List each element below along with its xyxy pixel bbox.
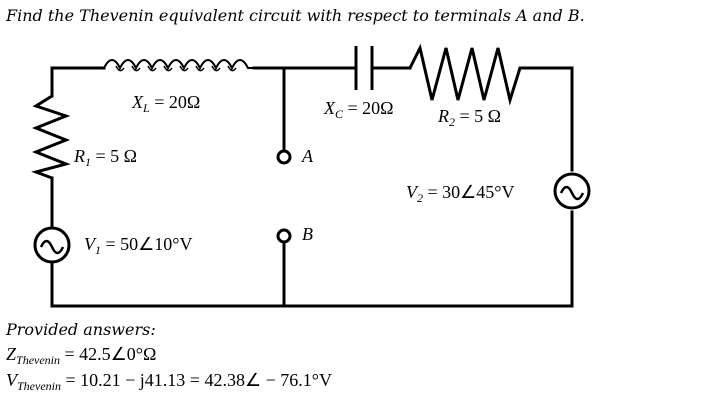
problem-title: Find the Thevenin equivalent circuit wit… [6,6,585,25]
answer-v-thevenin: VThevenin = 10.21 − j41.13 = 42.38∠ − 76… [6,370,332,393]
source-v2-label: V2 = 30∠45°V [406,182,515,205]
resistor-r1-zigzag [31,94,71,180]
terminal-a-node [276,149,292,165]
terminal-b-node [276,228,292,244]
inductor-label: XL = 20Ω [132,92,201,115]
terminal-a-label: A [302,146,313,166]
terminal-b-label: B [302,224,313,244]
source-v1-sine [39,239,65,255]
answer-z-thevenin: ZThevenin = 42.5∠0°Ω [6,344,157,367]
resistor-r1-label: R1 = 5 Ω [74,146,138,169]
answers-heading: Provided answers: [6,320,156,339]
inductor-coil [103,59,254,71]
source-v1-label: V1 = 50∠10°V [84,234,193,257]
resistor-r2-label: R2 = 5 Ω [438,106,502,129]
source-v2-sine [559,185,585,201]
resistor-r2-zigzag [408,43,528,106]
capacitor-label: XC = 20Ω [324,98,394,121]
